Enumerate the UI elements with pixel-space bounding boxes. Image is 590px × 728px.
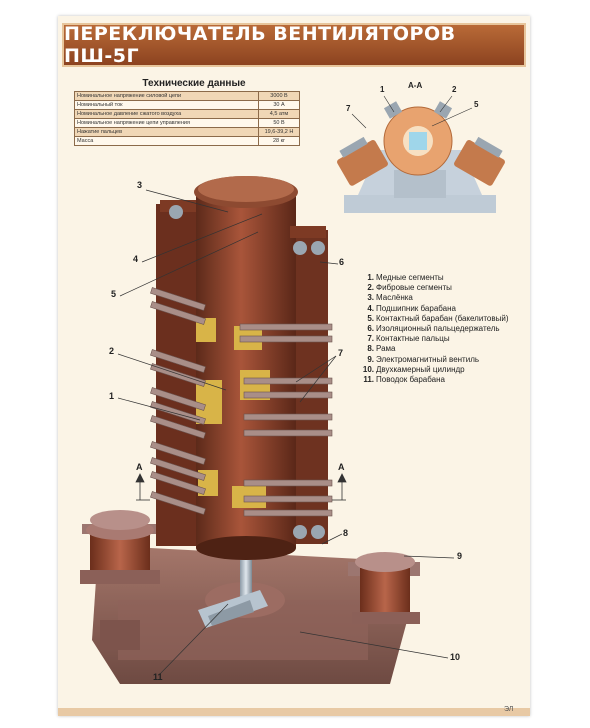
section-finger-left: [337, 136, 388, 186]
bolt: [293, 241, 307, 255]
list-item: 1.Медные сегменты: [367, 273, 444, 282]
section-arrows: [135, 473, 347, 501]
contact-fingers-right: [239, 323, 333, 517]
callout-7: 7: [338, 348, 344, 358]
publisher-mark: ЭЛ: [504, 706, 514, 713]
list-item: 2.Фибровые сегменты: [367, 283, 452, 293]
section-mark-right: А: [338, 462, 345, 472]
callout-2: 2: [109, 346, 115, 356]
section-base: [344, 195, 496, 213]
poster-title: ПЕРЕКЛЮЧАТЕЛЬ ВЕНТИЛЯТОРОВ ПШ-5Г: [64, 23, 456, 67]
holder-cap: [290, 226, 326, 238]
section-title: А-А: [408, 81, 423, 90]
poster-title-bar: ПЕРЕКЛЮЧАТЕЛЬ ВЕНТИЛЯТОРОВ ПШ-5Г: [62, 23, 526, 67]
callout-5: 5: [111, 289, 117, 299]
list-item: 9.Электромагнитный вентиль: [367, 354, 480, 364]
callout-8: 8: [343, 528, 349, 538]
list-item: 10.Двухкамерный цилиндр: [362, 364, 465, 374]
frame-side: [100, 620, 140, 650]
bolt: [311, 525, 325, 539]
leader-lines: [117, 189, 455, 675]
copper-segment: [196, 318, 216, 342]
section-view: [337, 95, 505, 213]
bolt: [293, 525, 307, 539]
list-item: 7.Контактные пальцы: [367, 334, 450, 344]
parts-legend: 1.Медные сегменты 2.Фибровые сегменты 3.…: [362, 273, 522, 385]
section-callout-2: 2: [452, 85, 457, 94]
list-item: 11.Поводок барабана: [363, 375, 445, 385]
list-item: 5.Контактный барабан (бакелитовый): [367, 313, 509, 323]
list-item: 4.Подшипник барабана: [367, 303, 456, 313]
bolt: [169, 205, 183, 219]
tech-data-heading: Технические данные: [142, 78, 246, 89]
footer-bar: [58, 708, 530, 716]
callout-9: 9: [457, 551, 463, 561]
callout-10: 10: [450, 652, 461, 662]
section-finger-top-right: [433, 101, 453, 119]
section-shaft: [409, 132, 427, 150]
callout-1: 1: [109, 391, 115, 401]
bolt: [311, 241, 325, 255]
section-mark-left: А: [136, 462, 143, 472]
left-valve: [80, 510, 160, 584]
right-valve: [348, 552, 420, 624]
callout-11: 11: [153, 672, 163, 682]
section-finger-right: [454, 136, 505, 186]
callout-6: 6: [339, 257, 345, 267]
base-frame: [92, 548, 410, 684]
list-item: 6.Изоляционный пальцедержатель: [367, 324, 500, 334]
callout-3: 3: [137, 180, 143, 190]
callout-4: 4: [133, 254, 139, 264]
value-cell: 28 кг: [258, 136, 300, 146]
list-item: 8.Рама: [367, 344, 396, 354]
drum-bottom: [196, 536, 296, 560]
section-callout-1: 1: [380, 85, 385, 94]
contact-fingers-left: [150, 287, 206, 515]
drum-top-face: [198, 176, 294, 202]
drum-lever-shade: [208, 600, 254, 626]
list-item: 3.Маслёнка: [367, 293, 413, 303]
section-callout-7: 7: [346, 104, 351, 113]
section-callout-5: 5: [474, 100, 479, 109]
drum-shaft: [240, 560, 252, 604]
